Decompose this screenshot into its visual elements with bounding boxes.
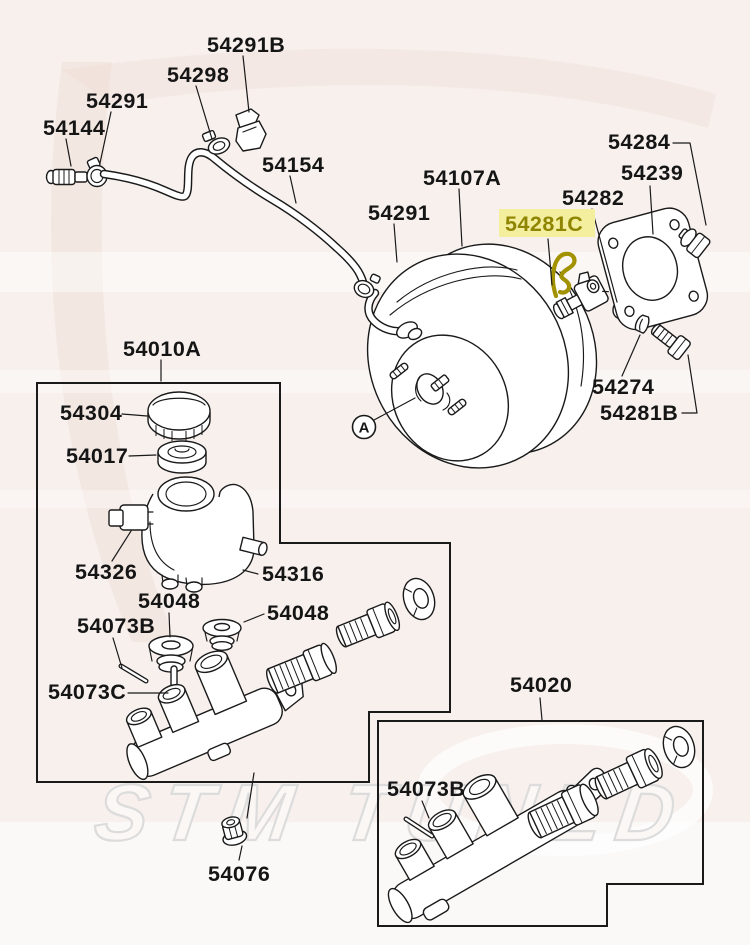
stopper-ring	[402, 577, 436, 621]
part-label-54073b-lower: 54073B	[387, 777, 465, 801]
operating-rod-yoke	[552, 271, 609, 320]
kit-piston-primary	[527, 783, 599, 839]
part-label-54017: 54017	[66, 444, 128, 468]
vacuum-hose	[99, 148, 369, 291]
pin-54073b-upper	[118, 663, 149, 684]
bolt-54284	[678, 228, 711, 259]
part-label-54076: 54076	[208, 862, 270, 886]
kit-stopper-ring	[662, 725, 696, 769]
part-labels: 54291B 54298 54291 54144 54154 54107A 54…	[43, 33, 683, 886]
part-label-54298: 54298	[167, 63, 229, 87]
highlighted-label-54281c: 54281C	[499, 209, 595, 237]
part-label-54291-hose: 54291	[86, 89, 148, 113]
part-label-54239: 54239	[621, 161, 683, 185]
fluid-reservoir	[108, 476, 268, 593]
grommet-right	[202, 618, 242, 652]
booster-stud	[389, 362, 409, 380]
brake-booster	[366, 243, 598, 469]
part-label-54316: 54316	[262, 562, 324, 586]
kit-box-54020	[377, 720, 704, 927]
flange-nut	[221, 816, 248, 846]
reservoir-nipple	[239, 536, 268, 557]
hose-bracket	[201, 108, 267, 155]
callout-a-label: A	[359, 420, 370, 437]
part-label-54107a: 54107A	[423, 166, 501, 190]
part-label-54073c: 54073C	[48, 680, 126, 704]
part-label-54010a: 54010A	[123, 337, 201, 361]
reservoir-cap	[147, 391, 211, 441]
booster-stud	[447, 398, 467, 416]
kit-piston-secondary	[594, 748, 663, 800]
grommet-left	[148, 635, 194, 673]
pin-54073b-lower	[403, 816, 435, 839]
piston-secondary	[335, 601, 401, 648]
retainer-clip-highlighted	[550, 251, 577, 299]
check-valve	[353, 273, 423, 341]
part-label-54048-left: 54048	[138, 589, 200, 613]
part-label-54274: 54274	[592, 375, 654, 399]
hose-end-clamp	[353, 273, 381, 299]
booster-hub	[415, 373, 451, 411]
part-label-54048-right: 54048	[267, 601, 329, 625]
part-label-54144: 54144	[43, 116, 105, 140]
part-label-54073b-upper: 54073B	[77, 614, 155, 638]
master-cylinder	[125, 650, 304, 781]
part-label-54304: 54304	[60, 401, 122, 425]
part-label-54326: 54326	[75, 560, 137, 584]
part-label-54281b: 54281B	[600, 401, 678, 425]
piston-primary	[265, 642, 338, 694]
reservoir-diaphragm	[157, 440, 207, 474]
retainer-54274	[634, 314, 650, 334]
leader-lines	[65, 55, 707, 861]
part-label-54281c: 54281C	[505, 212, 583, 236]
callout-a: A	[351, 414, 377, 440]
part-label-54154: 54154	[262, 153, 324, 177]
part-label-54282: 54282	[562, 186, 624, 210]
bolt-54281b	[650, 323, 691, 361]
part-label-54291-booster: 54291	[368, 201, 430, 225]
assembly-box-54010a	[36, 382, 451, 783]
part-label-54020: 54020	[510, 673, 572, 697]
gasket	[597, 207, 709, 331]
part-label-54291b-top: 54291B	[207, 33, 285, 57]
hose-fitting	[45, 168, 88, 186]
level-sensor	[108, 504, 154, 531]
part-label-54284: 54284	[608, 130, 670, 154]
